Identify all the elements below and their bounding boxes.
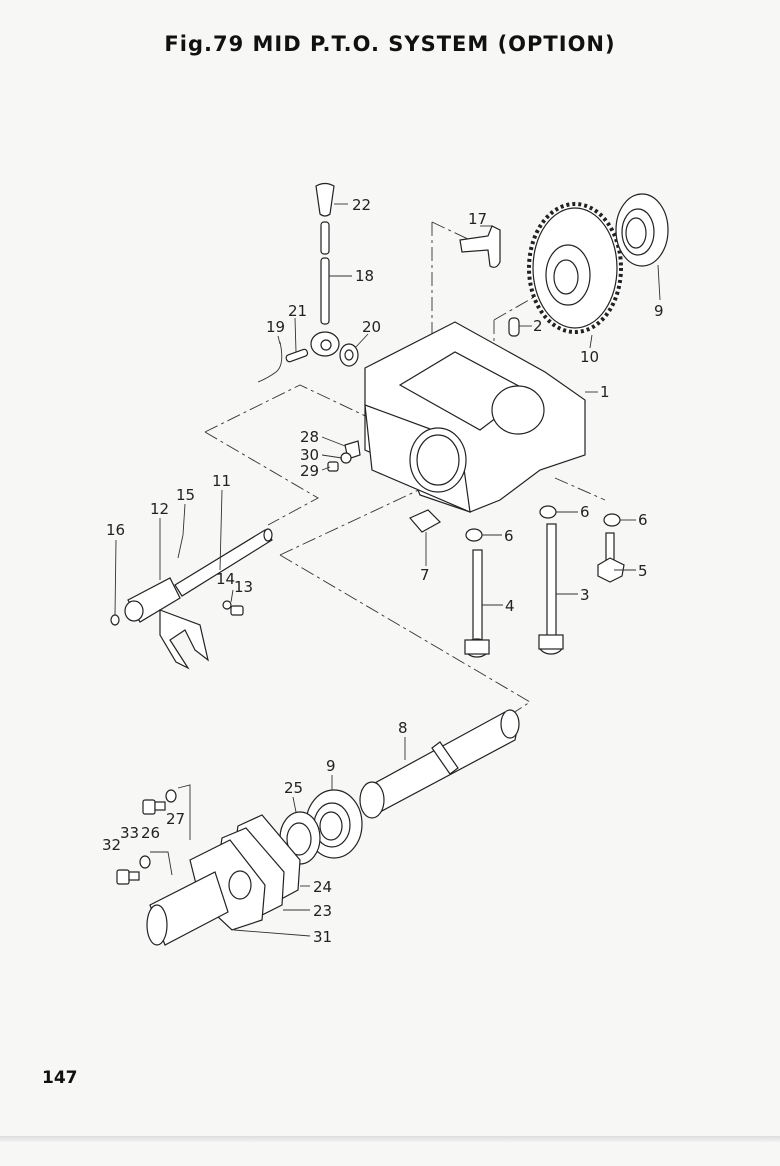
part-31-cover [146,839,266,946]
callout-7: 7 [420,566,430,584]
callout-4: 4 [505,597,515,615]
callout-14: 14 [216,570,235,588]
page-bottom-edge [0,1136,780,1142]
callout-labels: 22 18 21 19 20 17 2 10 9 1 28 30 29 6 6 … [102,196,664,946]
callout-19: 19 [266,318,285,336]
callout-1: 1 [600,383,610,401]
callout-6-c: 6 [504,527,514,545]
part-15-spring-pin [177,534,184,559]
callout-5: 5 [638,562,648,580]
callout-18: 18 [355,267,374,285]
part-14-ball [222,600,232,610]
part-9-bearing-top [615,193,669,267]
callout-15: 15 [176,486,195,504]
callout-6-b: 6 [638,511,648,529]
part-2-dowel-pin [508,317,520,337]
page-title: Fig.79 MID P.T.O. SYSTEM (OPTION) [164,32,616,56]
callout-9-bottom: 9 [326,757,336,775]
part-5-bolt [597,532,625,583]
part-27-washer [165,789,177,803]
part-7-plug [409,509,441,533]
part-13-spring [230,605,244,616]
callout-25: 25 [284,779,303,797]
leader-lines [114,203,661,937]
callout-6-a: 6 [580,503,590,521]
callout-8: 8 [398,719,408,737]
callout-13: 13 [234,578,253,596]
callout-17: 17 [468,210,487,228]
part-11-shift-rod [174,528,273,597]
callout-32: 32 [102,836,121,854]
callout-28: 28 [300,428,319,446]
callout-21: 21 [288,302,307,320]
part-3-long-bolt [538,523,564,655]
part-32-bolt [116,869,140,885]
part-1-housing [364,321,586,513]
callout-16: 16 [106,521,125,539]
callout-10: 10 [580,348,599,366]
callout-22: 22 [352,196,371,214]
callout-9-top: 9 [654,302,664,320]
part-16-ring [110,614,120,626]
callout-29: 29 [300,462,319,480]
callout-26: 26 [141,824,160,842]
part-4-long-bolt [464,549,490,658]
part-19-spring-wire [257,341,283,383]
callout-3: 3 [580,586,590,604]
part-21-pin [285,348,309,363]
part-6-washers [465,505,621,542]
callout-24: 24 [313,878,332,896]
part-8-splined-shaft [359,709,520,819]
part-28-30-stopper [327,440,361,472]
part-26-bolt [142,799,166,815]
part-33-washer [139,855,151,869]
part-10-gear [527,202,623,334]
part-22-knob [315,182,335,217]
part-20-nut [339,343,359,367]
callout-27: 27 [166,810,185,828]
callout-30: 30 [300,446,319,464]
callout-11: 11 [212,472,231,490]
callout-31: 31 [313,928,332,946]
callout-12: 12 [150,500,169,518]
part-12-shift-fork [124,577,209,670]
callout-23: 23 [313,902,332,920]
callout-2: 2 [533,317,543,335]
part-18-shift-lever [310,221,340,357]
page-number: 147 [42,1068,78,1088]
callout-20: 20 [362,318,381,336]
callout-33: 33 [120,824,139,842]
part-17-shift-fork-plate [459,225,501,268]
